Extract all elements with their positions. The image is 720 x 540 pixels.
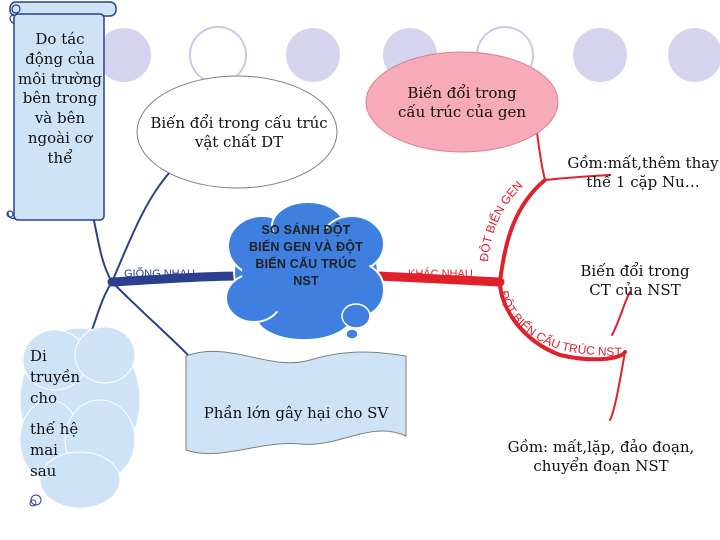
cloud-bubble-large — [342, 304, 370, 328]
cause-scroll-text: Do tác động của môi trường bên trong và … — [18, 30, 102, 169]
harmful-banner-text: Phần lớn gây hại cho SV — [196, 404, 396, 423]
inherit-line-1: Di — [30, 346, 100, 367]
inherit-cloud-text: Di truyền cho thế hệ mai sau — [30, 346, 100, 482]
nst-change-text: Biến đổi trong CT của NST — [570, 262, 700, 300]
gene-detail-text: Gồm:mất,thêm thay thế 1 cặp Nu… — [566, 154, 720, 192]
right-branch-label: KHÁC NHAU — [408, 268, 473, 280]
left-branch-label: GIỐNG NHAU — [124, 268, 195, 280]
inherit-line-4: thế hệ — [30, 419, 100, 440]
cloud-bubble-small — [346, 329, 358, 339]
nst-detail-text: Gồm: mất,lặp, đảo đoạn, chuyển đoạn NST — [486, 438, 716, 476]
upper-right-branch-label: ĐỘT BIẾN GEN — [477, 178, 525, 262]
left-oval-text: Biến đổi trong cấu trúc vật chất DT — [142, 114, 336, 152]
inherit-line-2: truyền — [30, 367, 100, 388]
inherit-line-5: mai — [30, 440, 100, 461]
gene-oval-text: Biến đổi trong cấu trúc của gen — [392, 84, 532, 122]
center-topic: SO SÁNH ĐỘT BIẾN GEN VÀ ĐỘT BIẾN CẤU TRÚ… — [248, 222, 364, 290]
inherit-line-6: sau — [30, 461, 100, 482]
harmful-banner-shape — [186, 351, 406, 453]
inherit-line-3: cho — [30, 388, 100, 409]
